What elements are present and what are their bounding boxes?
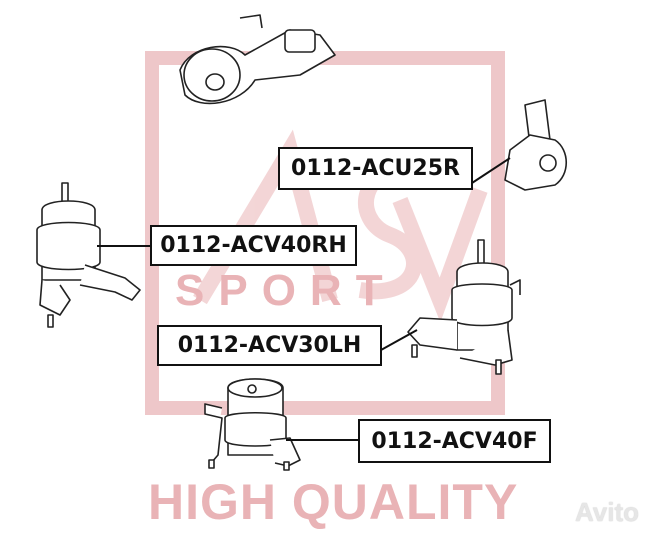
acv40rh-mount-drawing: [36, 182, 141, 328]
leader-lines: [97, 157, 511, 441]
acu25r-mount-drawing: [504, 99, 568, 191]
watermark-sport: SPORT: [175, 266, 397, 315]
watermark-tagline: HIGH QUALITY: [148, 474, 519, 530]
acv40f-mount-drawing: [204, 378, 301, 471]
part-label-acu25r: 0112-ACU25R: [278, 147, 473, 190]
torque-rod-drawing: [179, 14, 336, 105]
part-label-acv30lh: 0112-ACV30LH: [157, 325, 382, 366]
avito-logo: Avito: [574, 497, 639, 527]
acv30lh-mount-drawing: [407, 239, 521, 375]
part-label-acv40f: 0112-ACV40F: [358, 419, 551, 463]
part-label-acv40rh: 0112-ACV40RH: [150, 225, 357, 266]
